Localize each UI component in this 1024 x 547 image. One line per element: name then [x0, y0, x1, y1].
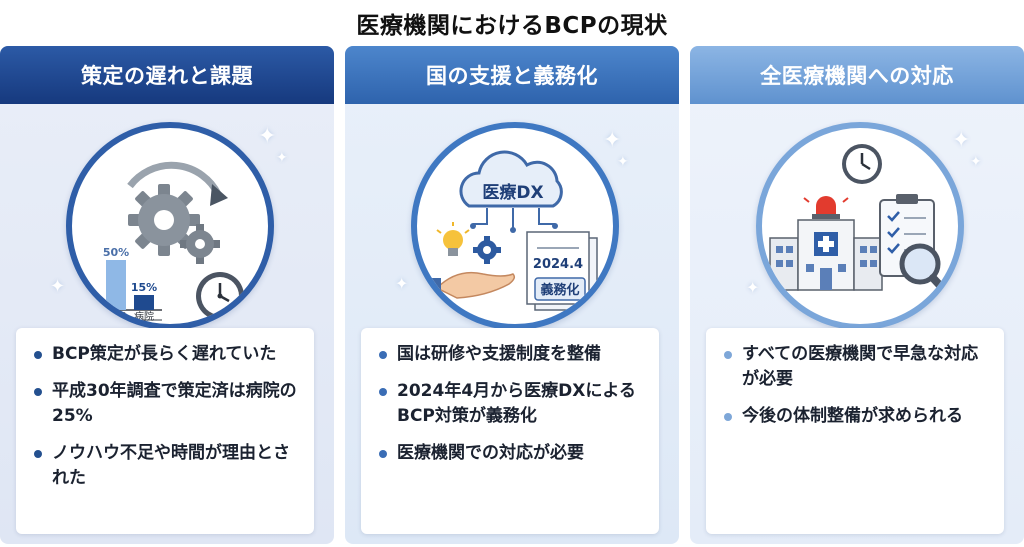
bullet-item: 国は研修や支援制度を整備 [375, 342, 645, 367]
cloud-label: 医療DX [482, 182, 543, 203]
panel-support: 国の支援と義務化 ✦ ✦ ✦ 医療DX [345, 46, 679, 544]
panel-all-institutions: 全医療機関への対応 ✦ ✦ ✦ ✦ [690, 46, 1024, 544]
bullet-item: 医療機関での対応が必要 [375, 441, 645, 466]
sparkle-icon: ✦ [952, 128, 971, 153]
sparkle-icon: ✦ [258, 124, 277, 149]
sparkle-icon: ✦ [617, 154, 629, 170]
hand-icon [425, 271, 516, 302]
siren-icon [803, 196, 849, 219]
small-gear-icon [180, 224, 220, 264]
bar-category-label: 病院 [134, 310, 154, 323]
delay-illustration: 50% 策定 15% 病院 [66, 122, 274, 330]
bar-value-label: 15% [131, 281, 157, 294]
bullet-item: 今後の体制整備が求められる [720, 404, 990, 429]
sparkle-icon: ✦ [746, 278, 760, 297]
document-date: 2024.4 [533, 257, 583, 272]
bullet-item: BCP策定が長らく遅れていた [30, 342, 300, 367]
bullet-card: BCP策定が長らく遅れていた 平成30年調査で策定済は病院の25% ノウハウ不足… [16, 328, 314, 534]
panel-heading: 策定の遅れと課題 [0, 46, 334, 104]
bullet-item: すべての医療機関で早急な対応が必要 [720, 342, 990, 392]
clock-icon [196, 272, 244, 320]
support-illustration: 医療DX [411, 122, 619, 330]
page-title: 医療機関におけるBCPの現状 [356, 13, 668, 39]
cloud-icon [459, 150, 563, 208]
sparkle-icon: ✦ [970, 154, 982, 170]
hospital-illustration [756, 122, 964, 330]
gear-icon [473, 236, 501, 264]
magnifier-icon [899, 243, 952, 298]
bullet-card: 国は研修や支援制度を整備 2024年4月から医療DXによるBCP対策が義務化 医… [361, 328, 659, 534]
sparkle-icon: ✦ [276, 150, 288, 166]
bar-value-label: 50% [103, 246, 129, 259]
hospital-icon [769, 219, 883, 291]
bar-策定 [106, 260, 126, 310]
bullet-item: 平成30年調査で策定済は病院の25% [30, 379, 300, 429]
bullet-item: ノウハウ不足や時間が理由とされた [30, 441, 300, 491]
panel-delay: 策定の遅れと課題 ✦ ✦ ✦ [0, 46, 334, 544]
panel-heading: 国の支援と義務化 [345, 46, 679, 104]
sparkle-icon: ✦ [395, 274, 409, 293]
bullet-card: すべての医療機関で早急な対応が必要 今後の体制整備が求められる [706, 328, 1004, 534]
bar-病院 [134, 295, 154, 310]
sparkle-icon: ✦ [50, 276, 66, 297]
panel-heading: 全医療機関への対応 [690, 46, 1024, 104]
sparkle-icon: ✦ [603, 128, 622, 153]
bullet-item: 2024年4月から医療DXによるBCP対策が義務化 [375, 379, 645, 429]
clock-icon [842, 144, 882, 184]
arrow-head-icon [210, 184, 228, 206]
light-bulb-icon [436, 222, 470, 256]
document-tag: 義務化 [540, 282, 579, 298]
bar-category-label: 策定 [106, 310, 126, 323]
refresh-arrow-icon [127, 161, 222, 196]
